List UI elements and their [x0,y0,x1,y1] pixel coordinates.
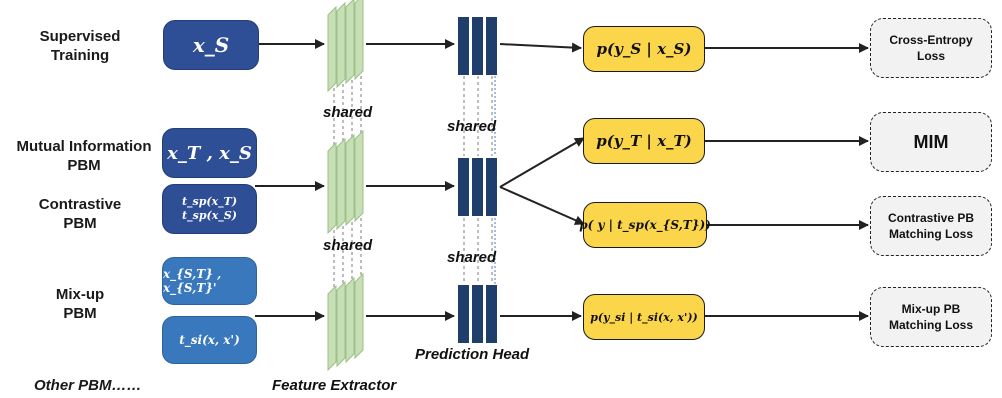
input-tsp: t_sp(x_T) t_sp(x_S) [162,184,257,234]
prediction-head-label: Prediction Head [415,346,530,363]
feature-extractor-label: Feature Extractor [272,377,397,394]
output-p-yt-xt: p(y_T | x_T) [583,118,705,164]
feature-extractor-bottom [327,272,364,372]
loss-cross-entropy: Cross-Entropy Loss [870,18,992,78]
prediction-head-top [458,17,497,75]
input-xs: x_S [163,20,259,70]
row-label-mixup: Mix-up PBM [55,286,105,322]
feature-extractor-top [327,0,364,93]
flow-arrows [255,39,869,321]
shared-link-heads [463,76,493,284]
output-p-ys-xs: p(y_S | x_S) [583,26,705,72]
shared-label-extractor-top: shared [323,104,373,121]
output-p-y-tsp: p( y | t_sp(x_{S,T})) [579,202,711,248]
input-xst: x_{S,T} , x_{S,T}' [162,257,257,305]
loss-mim: MIM [870,112,992,172]
row-label-supervised: Supervised Training [39,28,121,64]
input-tsi: t_si(x, x') [162,316,257,364]
shared-label-extractor-bottom: shared [323,237,373,254]
prediction-head-bottom [458,285,497,343]
loss-mixup: Mix-up PB Matching Loss [870,287,992,347]
shared-label-head-bottom: shared [447,249,497,266]
row-label-other: Other PBM…… [34,377,142,394]
output-p-ysi-tsi: p(y_si | t_si(x, x')) [583,294,705,340]
row-label-mim: Mutual Information PBM [16,138,152,174]
prediction-head-middle [458,158,497,216]
loss-contrastive: Contrastive PB Matching Loss [870,196,992,256]
feature-extractor-middle [327,129,364,235]
row-label-contrastive: Contrastive PBM [38,196,122,232]
input-xt-xs: x_T , x_S [162,128,257,178]
shared-label-head-top: shared [447,118,497,135]
